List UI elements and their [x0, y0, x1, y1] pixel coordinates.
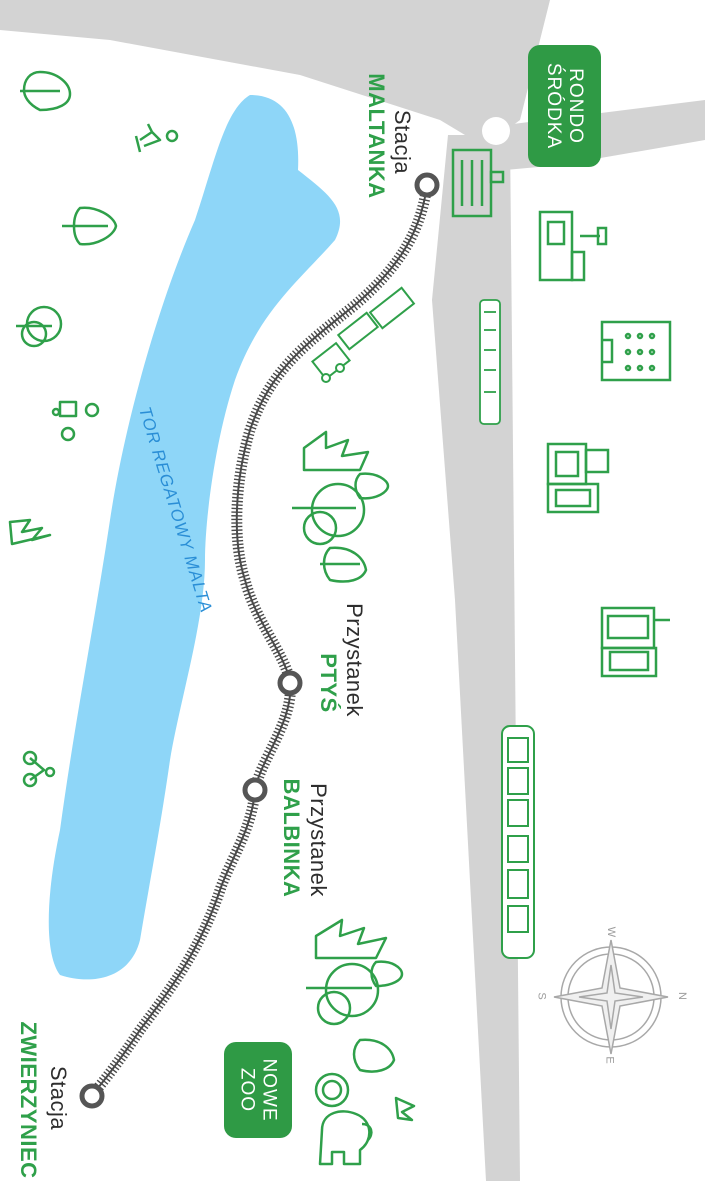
station-balbinka-name: BALBINKA [279, 778, 304, 898]
stop-maltanka[interactable] [414, 172, 440, 198]
station-balbinka-prefix: Przystanek [306, 783, 331, 897]
railway [79, 172, 440, 1109]
cyclist-icon [22, 750, 56, 788]
road-main [432, 135, 520, 1181]
leaf-icon [352, 1038, 396, 1073]
tree-icon [16, 305, 63, 348]
tree-icon [20, 70, 72, 112]
rondo-srodka-badge[interactable]: RONDO ŚRÓDKA [528, 45, 601, 167]
compass-e: E [603, 1056, 616, 1064]
rail-line [91, 184, 428, 1096]
tram-icon [479, 299, 501, 425]
compass-n: N [675, 992, 688, 1000]
tree-icon [306, 962, 380, 1026]
leaf-icon [62, 206, 118, 246]
building-icon [546, 442, 610, 514]
building-icon [600, 606, 670, 678]
walker-icon [134, 123, 179, 153]
elephant-icon [318, 1110, 373, 1166]
nowe-zoo-badge[interactable]: NOWE ZOO [224, 1042, 292, 1138]
compass-icon [553, 939, 669, 1055]
rondo-label-line1: RONDO [565, 68, 587, 144]
pine-icon [314, 918, 388, 960]
building-icon [451, 148, 505, 218]
stop-zwierzyniec[interactable] [79, 1083, 105, 1109]
leaf-icon [354, 472, 390, 500]
station-ptys-prefix: Przystanek [342, 603, 367, 717]
tram-icon [501, 725, 535, 959]
roundabout [482, 117, 510, 145]
park-icons [8, 70, 416, 1166]
tree-icon [292, 482, 366, 546]
compass-w: W [605, 926, 618, 938]
station-ptys-name: PTYŚ [316, 653, 341, 713]
leaf-icon [320, 546, 368, 583]
station-zwierzyniec-name: ZWIERZYNIEC [16, 1021, 41, 1179]
lion-icon [314, 1072, 350, 1108]
building-icon [600, 320, 672, 382]
rondo-label-line2: ŚRÓDKA [543, 62, 565, 150]
stroller-icon [51, 400, 100, 442]
train-icon [311, 286, 416, 383]
buildings [451, 148, 672, 678]
building-icon [538, 210, 608, 282]
zoo-label-line2: ZOO [236, 1067, 258, 1113]
stop-ptys[interactable] [277, 670, 303, 696]
station-maltanka-name: MALTANKA [364, 73, 389, 199]
station-zwierzyniec-prefix: Stacja [46, 1065, 71, 1131]
road-top [0, 0, 550, 138]
compass-s: S [535, 992, 548, 1000]
station-maltanka-prefix: Stacja [390, 109, 415, 175]
stop-balbinka[interactable] [242, 777, 268, 803]
lake [48, 95, 341, 980]
zoo-label-line1: NOWE [258, 1058, 280, 1122]
pine-icon [302, 430, 370, 472]
bird-icon [394, 1096, 416, 1122]
pine-icon [8, 518, 52, 546]
